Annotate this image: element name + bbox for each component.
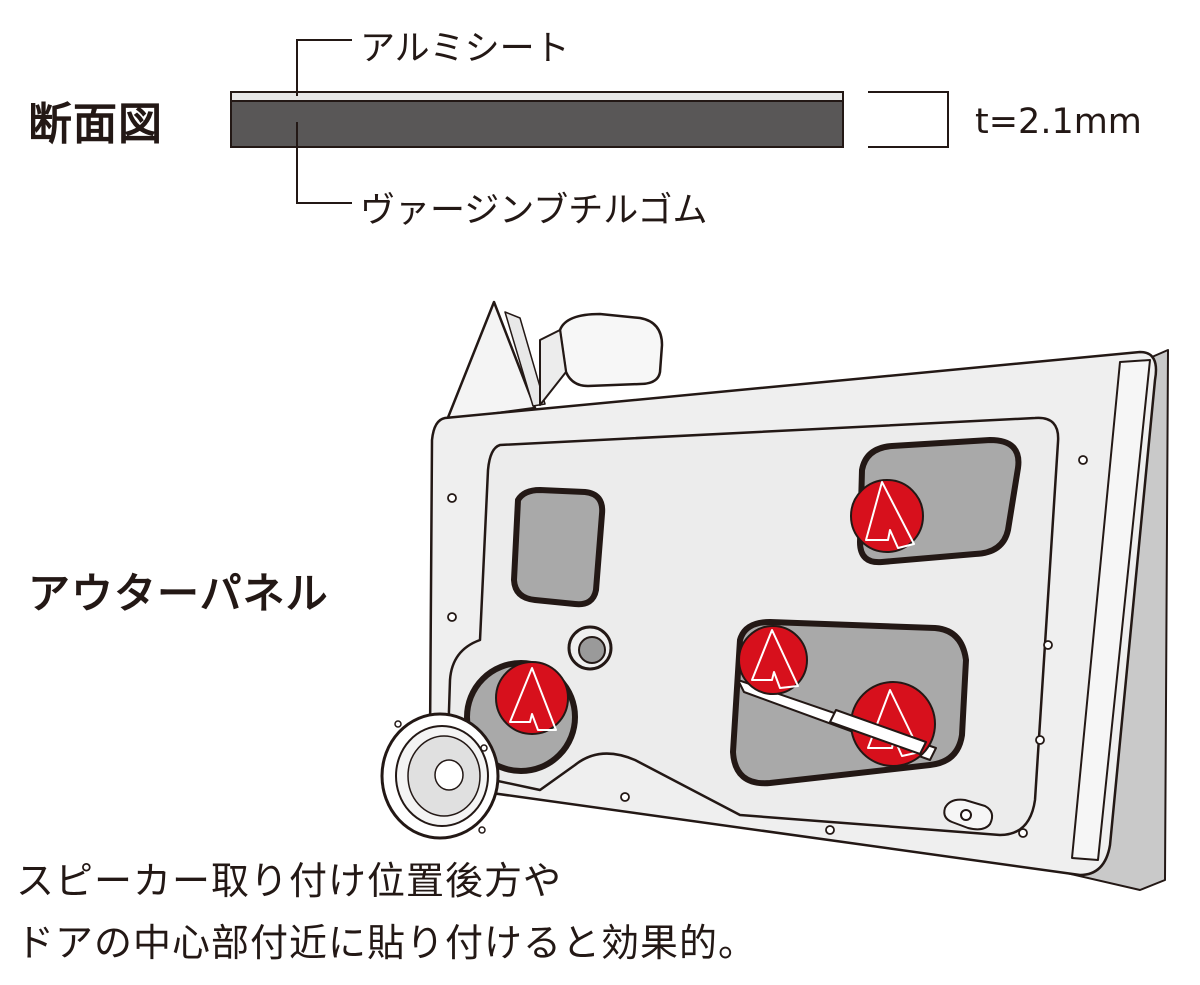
rubber-layer <box>230 100 844 148</box>
speaker-unit <box>380 712 500 840</box>
small-hole-inner <box>578 636 606 664</box>
thickness-label: t=2.1mm <box>975 102 1142 142</box>
rubber-leader <box>296 122 352 204</box>
pad-circle <box>850 479 924 553</box>
speaker-cap <box>434 759 464 791</box>
aluminum-leader <box>296 39 352 96</box>
cross-section-sheet <box>230 91 844 148</box>
screw-hole <box>1035 735 1045 745</box>
outer-panel-label: アウターパネル <box>28 569 329 618</box>
door-latch <box>943 798 994 831</box>
aluminum-sheet-label: アルミシート <box>360 29 570 69</box>
damping-pad <box>495 661 569 735</box>
cross-section-title: 断面図 <box>28 99 163 150</box>
window-frame-inner <box>504 311 546 407</box>
speaker-mount-hole <box>478 826 486 834</box>
damping-pad <box>850 479 924 553</box>
caption-line-2: ドアの中心部付近に貼り付けると効果的。 <box>16 921 758 965</box>
leader-lines <box>296 39 949 204</box>
pad-logo <box>865 481 915 549</box>
aluminum-layer <box>230 91 844 102</box>
pad-logo <box>509 667 557 731</box>
brace-bar-front <box>829 709 927 755</box>
pad-circle <box>738 625 808 695</box>
pad-logo <box>751 629 799 689</box>
door-mirror <box>558 312 664 388</box>
screw-hole <box>1078 455 1088 465</box>
screw-holes <box>447 455 1088 838</box>
door-illustration <box>380 300 1169 891</box>
screw-hole <box>447 493 457 503</box>
latch-hole <box>960 809 972 821</box>
screw-hole <box>1043 640 1053 650</box>
speaker-mount-hole <box>394 720 402 728</box>
opening-upper-left <box>511 487 606 608</box>
mirror-base <box>539 329 567 406</box>
door-flange <box>1071 359 1151 861</box>
screw-hole <box>1018 828 1028 838</box>
caption-line-1: スピーカー取り付け位置後方や <box>16 859 563 903</box>
speaker-mount-hole <box>480 744 488 752</box>
butyl-rubber-label: ヴァージンブチルゴム <box>360 191 708 231</box>
screw-hole <box>447 612 457 622</box>
thickness-bracket <box>868 91 949 148</box>
pad-circle <box>495 661 569 735</box>
screw-hole <box>620 792 630 802</box>
damping-pad <box>738 625 808 695</box>
screw-hole <box>825 825 835 835</box>
